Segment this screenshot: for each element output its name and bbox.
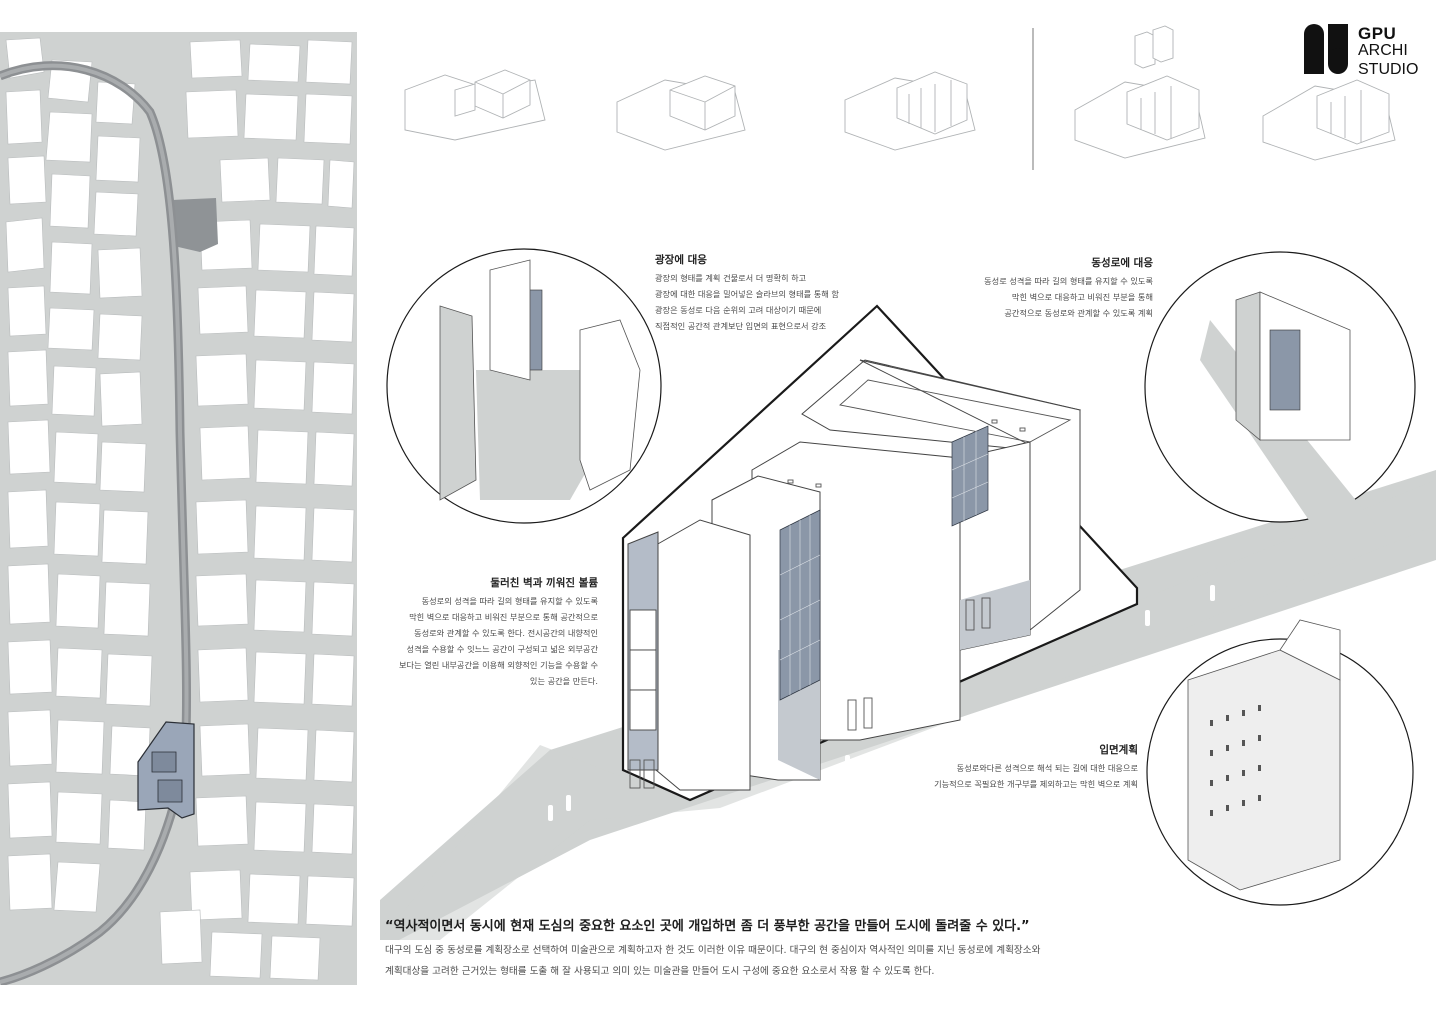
site-plan xyxy=(0,32,357,985)
studio-name-line3: STUDIO xyxy=(1358,61,1419,78)
site-plan-blocks xyxy=(5,37,355,981)
axonometric-drawing xyxy=(380,248,1436,940)
annotation-facade: 입면계획 동성로와다른 성격으로 해석 되는 길에 대한 대응으로 기능적으로 … xyxy=(900,743,1138,792)
plaza-block xyxy=(172,198,218,252)
annotation-wall: 둘러친 벽과 끼워진 볼륨 동성로의 성격을 따라 길의 형태를 유지할 수 있… xyxy=(380,576,598,689)
annotation-plaza-body: 광장의 형태를 계획 건물로서 더 명확히 하고 광장에 대한 대응을 밀어넣은… xyxy=(655,273,839,331)
studio-logo-mark xyxy=(1304,24,1348,74)
annotation-facade-title: 입면계획 xyxy=(1099,744,1138,756)
project-site-volume xyxy=(157,779,183,803)
studio-name-line2: ARCHI xyxy=(1358,42,1408,59)
street-circle-view xyxy=(1144,251,1416,560)
massing-step-4 xyxy=(1074,25,1206,159)
studio-name-line1: GPU xyxy=(1358,24,1397,43)
annotation-street: 동성로에 대응 동성로 성격을 따라 길의 형태를 유지할 수 있도록 막힌 벽… xyxy=(935,256,1153,321)
curtain-wall-mullions xyxy=(779,431,989,695)
annotation-street-title: 동성로에 대응 xyxy=(1091,257,1153,269)
annotation-wall-body: 동성로의 성격을 따라 길의 형태를 유지할 수 있도록 막힌 벽으로 대응하고… xyxy=(399,596,598,686)
annotation-facade-body: 동성로와다른 성격으로 해석 되는 길에 대한 대응으로 기능적으로 꼭필요한 … xyxy=(934,763,1138,789)
massing-step-2 xyxy=(616,75,746,151)
concept-body: 대구의 도심 중 동성로를 계획장소로 선택하여 미술관으로 계획하고자 한 것… xyxy=(385,945,1041,977)
annotation-plaza-title: 광장에 대응 xyxy=(655,254,707,266)
openings xyxy=(629,419,1026,789)
annotation-street-body: 동성로 성격을 따라 길의 형태를 유지할 수 있도록 막힌 벽으로 대응하고 … xyxy=(984,276,1153,318)
massing-step-3 xyxy=(844,71,976,151)
concept-quote: “역사적이면서 동시에 현재 도심의 중요한 요소인 곳에 개입하면 좀 더 풍… xyxy=(385,919,1030,934)
stacked-boxes xyxy=(629,609,657,731)
studio-logo: GPU ARCHI STUDIO xyxy=(1300,22,1430,82)
annotation-wall-title: 둘러친 벽과 끼워진 볼륨 xyxy=(490,577,598,589)
project-site-volume xyxy=(151,751,177,773)
annotation-plaza: 광장에 대응 광장의 형태를 계획 건물로서 더 명확히 하고 광장에 대한 대… xyxy=(655,253,905,334)
massing-process xyxy=(404,25,1396,170)
concept-statement: “역사적이면서 동시에 현재 도심의 중요한 요소인 곳에 개입하면 좀 더 풍… xyxy=(385,918,1435,982)
ground-floor-void-2 xyxy=(960,580,1030,650)
massing-step-1 xyxy=(404,69,546,141)
corner-volume xyxy=(655,519,751,791)
plaza-circle-view xyxy=(386,248,662,524)
facade-circle-view xyxy=(1146,619,1414,906)
massing-step-5 xyxy=(1262,79,1396,161)
back-volume xyxy=(859,359,1081,632)
main-street-inner xyxy=(0,63,189,984)
